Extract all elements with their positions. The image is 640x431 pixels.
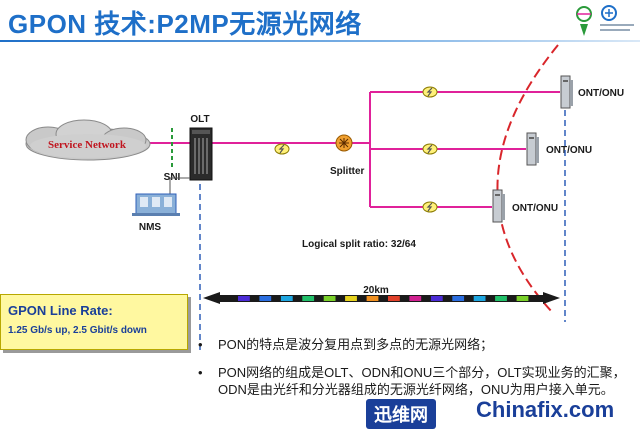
split-ratio-text: Logical split ratio: 32/64 <box>302 239 416 250</box>
spectrum-segment <box>495 296 507 301</box>
onu-device-icon <box>526 132 539 166</box>
spectrum-segment <box>388 296 400 301</box>
signal-lightning-icon <box>422 201 438 213</box>
line-rate-detail: 1.25 Gb/s up, 2.5 Gbit/s down <box>8 325 147 336</box>
reference-lines <box>199 110 566 352</box>
bullet-item: PON的特点是波分复用点到多点的无源光网络； <box>196 336 636 353</box>
signal-lightning-icon <box>422 86 438 98</box>
watermark-cn: 迅维网 <box>366 399 436 429</box>
service-network-label: Service Network <box>48 139 127 151</box>
spectrum-segment <box>366 296 379 301</box>
spectrum-segment <box>430 296 443 301</box>
splitter-label: Splitter <box>330 166 365 177</box>
spectrum-segment <box>473 296 486 301</box>
spectrum-segment <box>280 296 293 301</box>
signal-markers <box>274 86 438 213</box>
spectrum-segment <box>302 296 315 301</box>
spectrum-segment <box>323 296 336 301</box>
watermark: 迅维网 Chinafix.com <box>358 394 640 429</box>
signal-lightning-icon <box>274 143 290 155</box>
distance-arrow <box>203 292 560 304</box>
line-rate-title: GPON Line Rate: <box>8 303 113 318</box>
line-rate-box: GPON Line Rate: 1.25 Gb/s up, 2.5 Gbit/s… <box>0 294 188 350</box>
spectrum-segment <box>345 296 357 301</box>
onu-label-2: ONT/ONU <box>546 145 592 156</box>
splitter-icon <box>335 134 353 152</box>
fiber-links <box>102 91 560 208</box>
spectrum-segment <box>238 296 250 301</box>
odn-boundary-arc <box>496 44 559 313</box>
slide-title: GPON 技术:P2MP无源光网络 <box>8 9 362 39</box>
bullet-item: PON网络的组成是OLT、ODN和ONU三个部分，OLT实现业务的汇聚，ODN是… <box>196 364 636 398</box>
spectrum-segment <box>409 296 422 301</box>
nms-link <box>169 177 190 196</box>
nms-workstation-icon <box>132 193 180 216</box>
nms-label: NMS <box>139 222 162 233</box>
spectrum-segment <box>516 296 529 301</box>
service-network-cloud-icon <box>25 119 151 161</box>
onu-label-3: ONT/ONU <box>512 203 558 214</box>
expo-logo-icon <box>576 5 634 36</box>
onu-device-icon <box>560 75 573 109</box>
spectrum-segment <box>452 296 465 301</box>
olt-chassis-icon <box>189 127 213 181</box>
olt-label: OLT <box>190 114 209 125</box>
bullet-list: PON的特点是波分复用点到多点的无源光网络； PON网络的组成是OLT、ODN和… <box>196 336 636 409</box>
signal-lightning-icon <box>422 143 438 155</box>
distance-label: 20km <box>363 285 389 296</box>
onu-label-1: ONT/ONU <box>578 88 624 99</box>
spectrum-segment <box>259 296 272 301</box>
watermark-en: Chinafix.com <box>476 397 615 422</box>
onu-device-icon <box>492 189 505 223</box>
title-divider <box>0 40 640 42</box>
